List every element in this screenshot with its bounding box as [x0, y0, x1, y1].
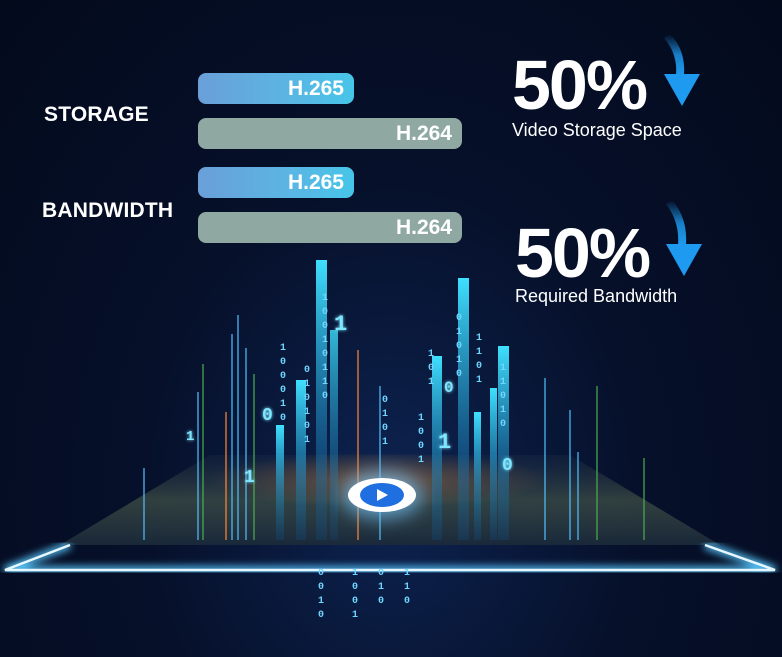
- category-label-storage: STORAGE: [44, 103, 149, 126]
- svg-text:0: 0: [262, 406, 273, 426]
- svg-text:1: 1: [322, 363, 328, 374]
- bar-bandwidth-h265: H.265: [198, 167, 354, 198]
- svg-text:0: 0: [502, 456, 513, 476]
- svg-text:1: 1: [456, 327, 462, 338]
- svg-text:1: 1: [456, 355, 462, 366]
- svg-text:0: 0: [476, 361, 482, 372]
- svg-text:0: 0: [418, 441, 424, 452]
- svg-text:1: 1: [280, 343, 286, 354]
- svg-text:1: 1: [418, 455, 424, 466]
- svg-text:0: 0: [444, 379, 454, 397]
- svg-text:0: 0: [318, 582, 324, 593]
- svg-text:0: 0: [322, 349, 328, 360]
- svg-text:0: 0: [456, 313, 462, 324]
- svg-text:0: 0: [304, 365, 310, 376]
- svg-text:0: 0: [280, 385, 286, 396]
- bar-label: H.264: [395, 121, 452, 145]
- svg-text:1: 1: [304, 435, 310, 446]
- svg-text:1: 1: [476, 347, 482, 358]
- svg-text:0: 0: [322, 307, 328, 318]
- svg-text:0: 0: [322, 391, 328, 402]
- svg-text:1: 1: [382, 409, 388, 420]
- play-icon: [377, 489, 388, 501]
- svg-text:1: 1: [476, 375, 482, 386]
- svg-text:1: 1: [186, 429, 194, 445]
- svg-text:1: 1: [378, 582, 384, 593]
- svg-text:1: 1: [428, 349, 434, 360]
- svg-text:0: 0: [502, 456, 513, 476]
- stat-caption: Required Bandwidth: [515, 286, 678, 306]
- bar-label: H.265: [287, 170, 344, 194]
- svg-text:0: 0: [444, 379, 454, 397]
- bar-storage-h264: H.264: [198, 118, 462, 149]
- svg-text:1: 1: [318, 596, 324, 607]
- svg-text:0: 0: [280, 357, 286, 368]
- svg-text:1: 1: [322, 335, 328, 346]
- category-label-bandwidth: BANDWIDTH: [42, 199, 174, 222]
- svg-text:1: 1: [418, 413, 424, 424]
- svg-text:1: 1: [304, 379, 310, 390]
- svg-text:1: 1: [500, 405, 506, 416]
- svg-text:0: 0: [352, 596, 358, 607]
- svg-text:0: 0: [280, 413, 286, 424]
- bar-label: H.264: [395, 215, 452, 239]
- svg-text:1: 1: [322, 293, 328, 304]
- svg-text:1: 1: [244, 468, 255, 488]
- svg-text:0: 0: [304, 393, 310, 404]
- svg-text:0: 0: [280, 371, 286, 382]
- svg-text:1: 1: [322, 377, 328, 388]
- svg-text:0: 0: [382, 395, 388, 406]
- svg-text:0: 0: [378, 596, 384, 607]
- svg-text:0: 0: [418, 427, 424, 438]
- svg-text:0: 0: [322, 321, 328, 332]
- svg-text:0: 0: [428, 363, 434, 374]
- svg-text:1: 1: [352, 610, 358, 621]
- bar-storage-h265: H.265: [198, 73, 354, 104]
- arrow-down-icon: [666, 200, 702, 276]
- svg-text:1: 1: [404, 582, 410, 593]
- svg-text:0: 0: [456, 369, 462, 380]
- bar-bandwidth-h264: H.264: [198, 212, 462, 243]
- svg-text:1: 1: [500, 363, 506, 374]
- stat-bandwidth: 50% Required Bandwidth: [515, 214, 678, 307]
- svg-text:0: 0: [456, 341, 462, 352]
- svg-text:1: 1: [438, 430, 451, 455]
- stat-percent: 50%: [512, 46, 648, 124]
- svg-text:1: 1: [244, 468, 255, 488]
- svg-text:0: 0: [352, 582, 358, 593]
- svg-text:0: 0: [382, 423, 388, 434]
- svg-text:0: 0: [500, 391, 506, 402]
- svg-text:0: 0: [500, 419, 506, 430]
- svg-text:1: 1: [382, 437, 388, 448]
- svg-text:1: 1: [438, 430, 451, 455]
- svg-text:1: 1: [428, 377, 434, 388]
- svg-text:0: 0: [262, 406, 273, 426]
- arrow-down-icon: [664, 34, 700, 106]
- svg-text:0: 0: [318, 610, 324, 621]
- svg-text:1: 1: [352, 568, 358, 579]
- svg-text:0: 0: [378, 568, 384, 579]
- svg-text:0: 0: [404, 596, 410, 607]
- bar-label: H.265: [287, 76, 344, 100]
- svg-text:1: 1: [280, 399, 286, 410]
- stat-percent: 50%: [515, 214, 651, 292]
- svg-text:1: 1: [334, 312, 347, 337]
- svg-text:1: 1: [186, 429, 194, 445]
- svg-text:1: 1: [404, 568, 410, 579]
- svg-text:1: 1: [476, 333, 482, 344]
- svg-text:1: 1: [334, 312, 347, 337]
- stat-caption: Video Storage Space: [512, 120, 682, 140]
- svg-text:0: 0: [318, 568, 324, 579]
- play-button-inner: [360, 483, 404, 507]
- play-button[interactable]: [348, 478, 416, 512]
- svg-text:0: 0: [304, 421, 310, 432]
- svg-text:1: 1: [500, 377, 506, 388]
- stat-storage: 50% Video Storage Space: [512, 46, 682, 141]
- svg-text:1: 1: [304, 407, 310, 418]
